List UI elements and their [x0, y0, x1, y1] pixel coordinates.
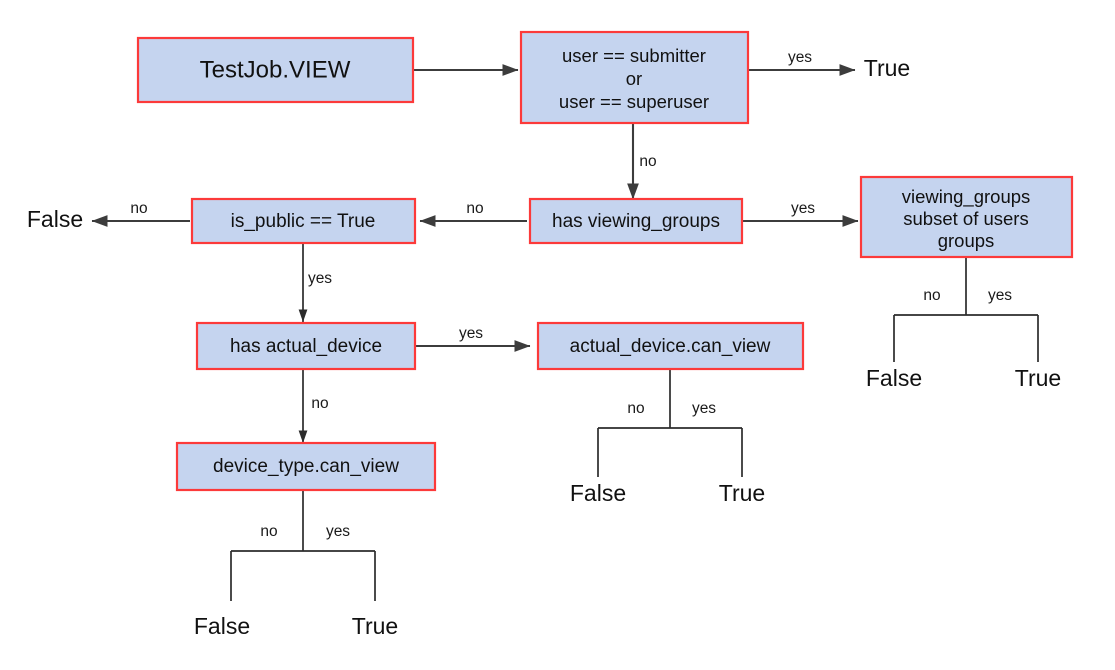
node-user-check[interactable]: user == submitter or user == superuser [519, 30, 750, 125]
terminal-true-subset: True [1015, 365, 1061, 391]
node-user-check-line2: or [626, 68, 642, 89]
node-has-viewing-groups-label: has viewing_groups [552, 211, 720, 232]
node-has-viewing-groups[interactable]: has viewing_groups [528, 197, 744, 245]
terminal-false-subset: False [866, 365, 922, 391]
node-has-actual-device[interactable]: has actual_device [195, 321, 417, 371]
node-subset-of-users-groups-box [859, 175, 1074, 259]
terminal-false-device-type: False [194, 613, 250, 639]
terminal-true-actual-view: True [719, 480, 765, 506]
edge-label-user-check-yes: yes [788, 49, 812, 66]
node-actual-device-can-view[interactable]: actual_device.can_view [536, 321, 805, 371]
edge-label-actual-no: no [311, 395, 328, 412]
node-actual-device-can-view-label: actual_device.can_view [570, 336, 771, 357]
node-user-check-box [519, 30, 750, 125]
terminal-true-top: True [864, 55, 910, 81]
edge-label-is-public-yes: yes [308, 270, 332, 287]
edge-label-subset-no: no [923, 287, 940, 304]
terminal-true-device-type: True [352, 613, 398, 639]
node-testjob-view-label: TestJob.VIEW [200, 56, 351, 83]
edge-label-user-check-no: no [639, 153, 656, 170]
node-is-public-box [190, 197, 417, 245]
node-user-check-line1: user == submitter [562, 45, 706, 66]
edge-label-actual-yes: yes [459, 325, 483, 342]
node-device-type-can-view[interactable]: device_type.can_view [175, 441, 437, 492]
edge-label-device-type-no: no [260, 523, 277, 540]
node-subset-line3: groups [938, 230, 995, 251]
node-is-public[interactable]: is_public == True [190, 197, 417, 245]
node-actual-device-can-view-box [536, 321, 805, 371]
terminal-false-left: False [27, 206, 83, 232]
node-subset-line2: subset of users [903, 208, 1028, 229]
node-subset-line1: viewing_groups [902, 186, 1031, 208]
edge-label-actual-view-yes: yes [692, 400, 716, 417]
node-user-check-line3: user == superuser [559, 91, 709, 112]
node-device-type-can-view-label: device_type.can_view [213, 456, 399, 477]
node-is-public-label: is_public == True [231, 211, 376, 232]
terminal-false-actual-view: False [570, 480, 626, 506]
node-testjob-view[interactable]: TestJob.VIEW [136, 36, 415, 104]
edge-label-is-public-no: no [130, 200, 147, 217]
edge-label-device-type-yes: yes [326, 523, 350, 540]
node-has-viewing-groups-box [528, 197, 744, 245]
edge-label-viewing-no: no [466, 200, 483, 217]
node-testjob-view-box [136, 36, 415, 104]
edge-label-viewing-yes: yes [791, 200, 815, 217]
node-device-type-can-view-box [175, 441, 437, 492]
node-subset-of-users-groups[interactable]: viewing_groups subset of users groups [859, 175, 1074, 259]
edge-label-subset-yes: yes [988, 287, 1012, 304]
edge-label-actual-view-no: no [627, 400, 644, 417]
node-has-actual-device-box [195, 321, 417, 371]
node-has-actual-device-label: has actual_device [230, 336, 382, 357]
